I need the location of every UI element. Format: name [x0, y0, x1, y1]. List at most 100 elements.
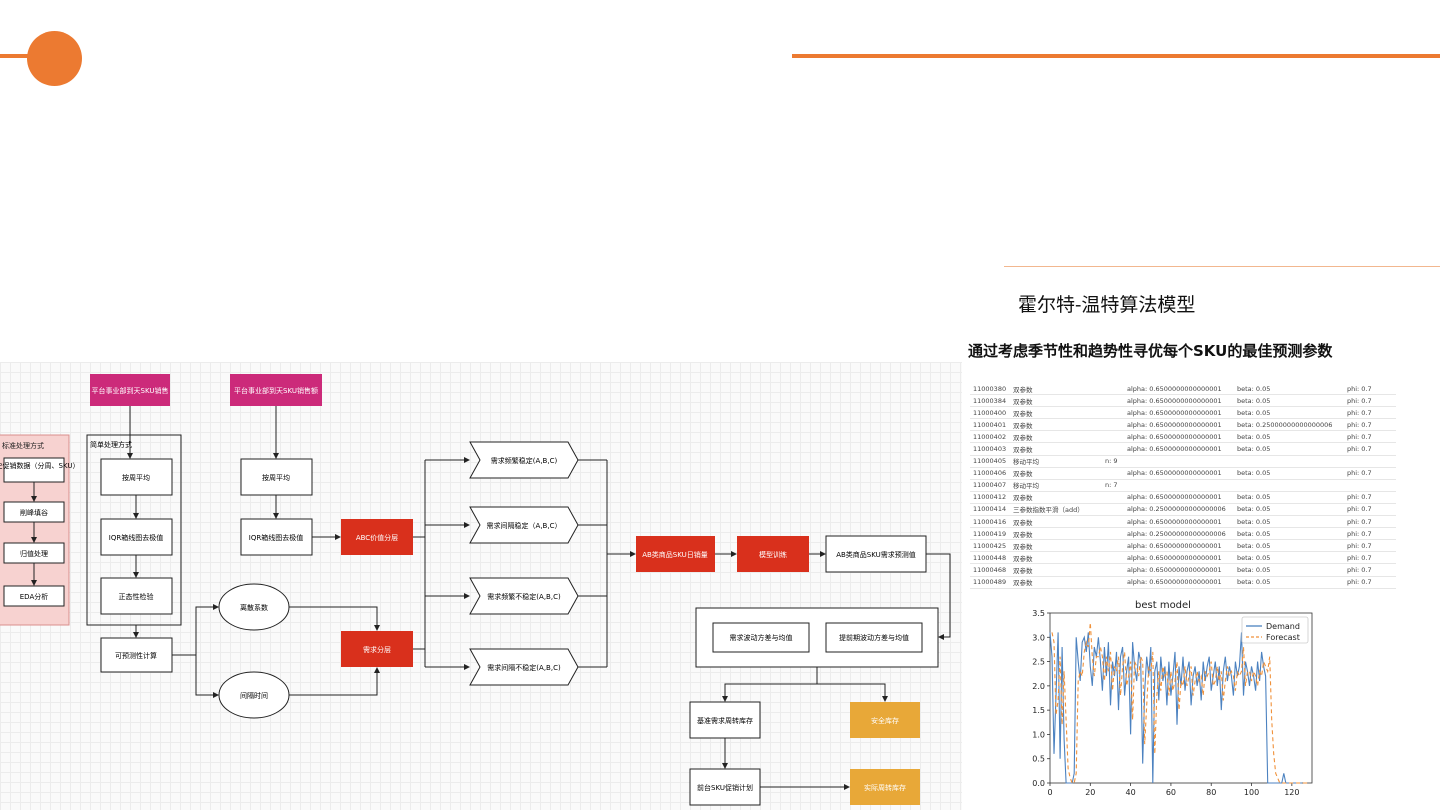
param-cell: phi: 0.7 [1344, 491, 1396, 504]
param-cell: phi: 0.7 [1344, 383, 1396, 396]
param-cell: 11000425 [970, 539, 1010, 553]
param-cell: 移动平均 [1010, 455, 1102, 468]
y-tick-label: 2.0 [1032, 682, 1045, 691]
param-cell: 双参数 [1010, 515, 1102, 529]
param-cell [1124, 479, 1234, 492]
actual-stock-node [850, 769, 920, 805]
param-cell [1102, 551, 1124, 565]
process-flowchart: 标准处理方式 历史促销数据（分周、SKU） 削峰填谷 归值处理 EDA分析 平台… [0, 362, 962, 810]
param-cell: 移动平均 [1010, 479, 1102, 492]
param-cell [1344, 455, 1396, 468]
simple-process-container [86, 434, 182, 626]
normality-node [100, 577, 173, 615]
base-stock-node [689, 701, 761, 739]
x-tick-label: 20 [1085, 788, 1095, 797]
param-cell [1102, 503, 1124, 517]
interval-label: 间隔时间 [240, 691, 268, 700]
y-tick-label: 3.5 [1032, 609, 1045, 618]
param-cell: 双参数 [1010, 418, 1102, 432]
param-cell: beta: 0.05 [1234, 467, 1344, 480]
param-cell: 双参数 [1010, 394, 1102, 408]
accent-line-right [792, 54, 1440, 58]
demand-layer-node [341, 631, 413, 667]
param-cell: 11000384 [970, 394, 1010, 408]
param-cell: beta: 0.05 [1234, 563, 1344, 577]
actual-stock-label: 实际周转库存 [864, 783, 906, 792]
param-cell: 11000405 [970, 455, 1010, 468]
param-cell: 11000416 [970, 515, 1010, 529]
param-cell: beta: 0.25000000000000006 [1234, 418, 1344, 432]
source-node-1-label: 平台事业部到天SKU销售 [92, 386, 169, 395]
param-cell [1102, 576, 1124, 589]
param-cell: beta: 0.05 [1234, 442, 1344, 456]
param-cell: 双参数 [1010, 430, 1102, 444]
safety-stock-node [850, 702, 920, 738]
y-tick-label: 2.5 [1032, 658, 1045, 667]
source-node-2-label: 平台事业部到天SKU销售额 [234, 386, 318, 395]
demand-variance-label: 需求波动方差与均值 [730, 633, 793, 642]
param-cell: 11000468 [970, 563, 1010, 577]
param-cell: phi: 0.7 [1344, 563, 1396, 577]
category-node-4 [469, 648, 579, 686]
accent-line-left [0, 54, 40, 58]
param-cell: alpha: 0.6500000000000001 [1124, 430, 1234, 444]
param-cell: alpha: 0.6500000000000001 [1124, 515, 1234, 529]
param-cell: alpha: 0.6500000000000001 [1124, 539, 1234, 553]
y-tick-label: 0.5 [1032, 755, 1045, 764]
param-cell: alpha: 0.6500000000000001 [1124, 418, 1234, 432]
param-cell: phi: 0.7 [1344, 394, 1396, 408]
param-cell: beta: 0.05 [1234, 383, 1344, 396]
abc-layer-label: ABC价值分层 [356, 533, 398, 542]
x-tick-label: 0 [1047, 788, 1052, 797]
param-cell [1102, 527, 1124, 541]
x-tick-label: 80 [1206, 788, 1216, 797]
param-cell: 11000448 [970, 551, 1010, 565]
param-cell: beta: 0.05 [1234, 539, 1344, 553]
demand-layer-label: 需求分层 [363, 645, 391, 654]
panel-step-4: EDA分析 [20, 592, 48, 601]
param-cell: 双参数 [1010, 406, 1102, 420]
x-tick-label: 100 [1244, 788, 1259, 797]
param-cell: phi: 0.7 [1344, 551, 1396, 565]
param-cell: 双参数 [1010, 467, 1102, 480]
category-node-2 [469, 506, 579, 544]
param-cell [1102, 467, 1124, 480]
simple-process-title: 简单处理方式 [90, 440, 132, 449]
param-cell: beta: 0.05 [1234, 430, 1344, 444]
param-cell: 双参数 [1010, 491, 1102, 504]
legend-label: Demand [1266, 622, 1300, 631]
ab-sales-label: AB类商品SKU日销量 [642, 550, 708, 559]
param-cell: phi: 0.7 [1344, 467, 1396, 480]
accent-dot [27, 31, 82, 86]
leadtime-variance-label: 提前期波动方差与均值 [839, 633, 909, 642]
param-cell: alpha: 0.6500000000000001 [1124, 442, 1234, 456]
param-cell: 11000489 [970, 576, 1010, 589]
front-plan-label: 前台SKU促销计划 [697, 783, 753, 792]
y-tick-label: 1.5 [1032, 706, 1045, 715]
category-node-3 [469, 577, 579, 615]
category-label-2: 需求间隔稳定（A,B,C） [487, 521, 562, 530]
param-cell: alpha: 0.6500000000000001 [1124, 383, 1234, 396]
param-cell: alpha: 0.6500000000000001 [1124, 551, 1234, 565]
param-cell [1102, 394, 1124, 408]
param-cell [1102, 418, 1124, 432]
param-cell: phi: 0.7 [1344, 576, 1396, 589]
param-cell: 11000407 [970, 479, 1010, 492]
week-avg-node [100, 458, 173, 496]
param-cell: phi: 0.7 [1344, 418, 1396, 432]
param-cell [1234, 455, 1344, 468]
standard-process-panel: 标准处理方式 历史促销数据（分周、SKU） 削峰填谷 归值处理 EDA分析 [0, 434, 79, 626]
param-cell: alpha: 0.6500000000000001 [1124, 491, 1234, 504]
category-label-1: 需求频繁稳定(A,B,C) [491, 456, 558, 465]
param-cell: alpha: 0.25000000000000006 [1124, 527, 1234, 541]
param-cell: 双参数 [1010, 527, 1102, 541]
param-cell: 双参数 [1010, 576, 1102, 589]
param-cell: phi: 0.7 [1344, 430, 1396, 444]
param-cell: n: 9 [1102, 455, 1124, 468]
param-cell: alpha: 0.6500000000000001 [1124, 576, 1234, 589]
category-node-1 [469, 441, 579, 479]
